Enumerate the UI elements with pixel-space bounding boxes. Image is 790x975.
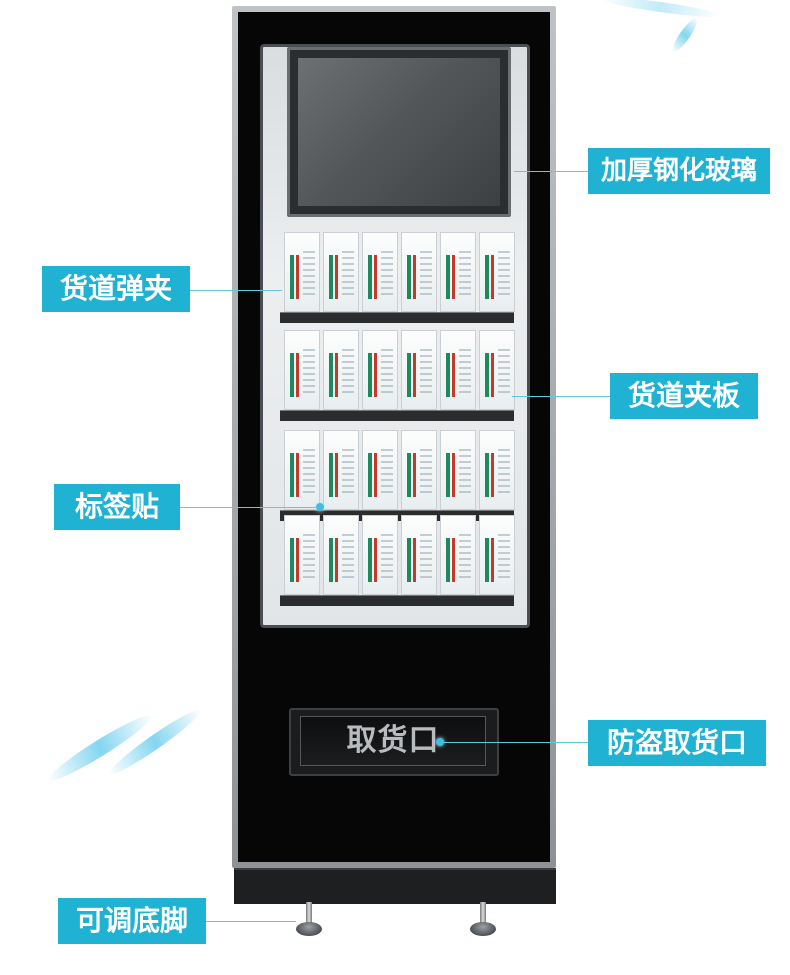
leader-line-glass	[514, 171, 588, 172]
product-box	[440, 515, 476, 595]
leader-line-panel	[512, 396, 610, 397]
product-box	[479, 232, 515, 312]
product-shelf	[280, 430, 515, 522]
leader-line-spring	[190, 290, 282, 291]
sticker-pointer-dot	[316, 503, 324, 511]
product-box	[440, 232, 476, 312]
callout-glass-label: 加厚钢化玻璃	[588, 148, 770, 194]
product-box	[284, 232, 320, 312]
product-shelf	[280, 515, 515, 607]
product-box	[479, 330, 515, 410]
adjustable-foot-right	[470, 902, 496, 940]
product-shelf	[280, 330, 515, 422]
product-box	[323, 515, 359, 595]
shelf-rail	[280, 595, 514, 606]
product-box	[323, 430, 359, 510]
product-box	[401, 232, 437, 312]
pickup-slot[interactable]: 取货口	[300, 716, 486, 766]
callout-feet-label: 可调底脚	[58, 898, 206, 944]
product-box	[284, 430, 320, 510]
pickup-pointer-dot	[436, 738, 444, 746]
decorative-streak	[669, 15, 701, 55]
product-box	[401, 430, 437, 510]
product-box	[440, 330, 476, 410]
cabinet-base	[234, 868, 556, 904]
product-box	[362, 330, 398, 410]
product-box	[323, 232, 359, 312]
decorative-streak	[599, 0, 721, 21]
product-box	[362, 515, 398, 595]
product-box	[284, 515, 320, 595]
product-box	[479, 430, 515, 510]
shelf-rail	[280, 410, 514, 421]
leader-line-anti-theft	[440, 742, 588, 743]
leader-line-sticker	[180, 507, 318, 508]
product-box	[440, 430, 476, 510]
leader-line-feet	[206, 921, 296, 922]
product-box	[479, 515, 515, 595]
shelf-rail	[280, 312, 514, 323]
callout-sticker-label: 标签贴	[54, 484, 180, 530]
product-box	[362, 430, 398, 510]
adjustable-foot-left	[296, 902, 322, 940]
callout-panel-label: 货道夹板	[610, 373, 758, 419]
product-box	[323, 330, 359, 410]
callout-spring-label: 货道弹夹	[42, 266, 190, 312]
product-shelf	[280, 232, 515, 324]
callout-anti-theft-label: 防盗取货口	[588, 720, 766, 766]
product-box	[284, 330, 320, 410]
product-box	[401, 515, 437, 595]
display-screen	[287, 47, 511, 217]
product-box	[401, 330, 437, 410]
product-box	[362, 232, 398, 312]
